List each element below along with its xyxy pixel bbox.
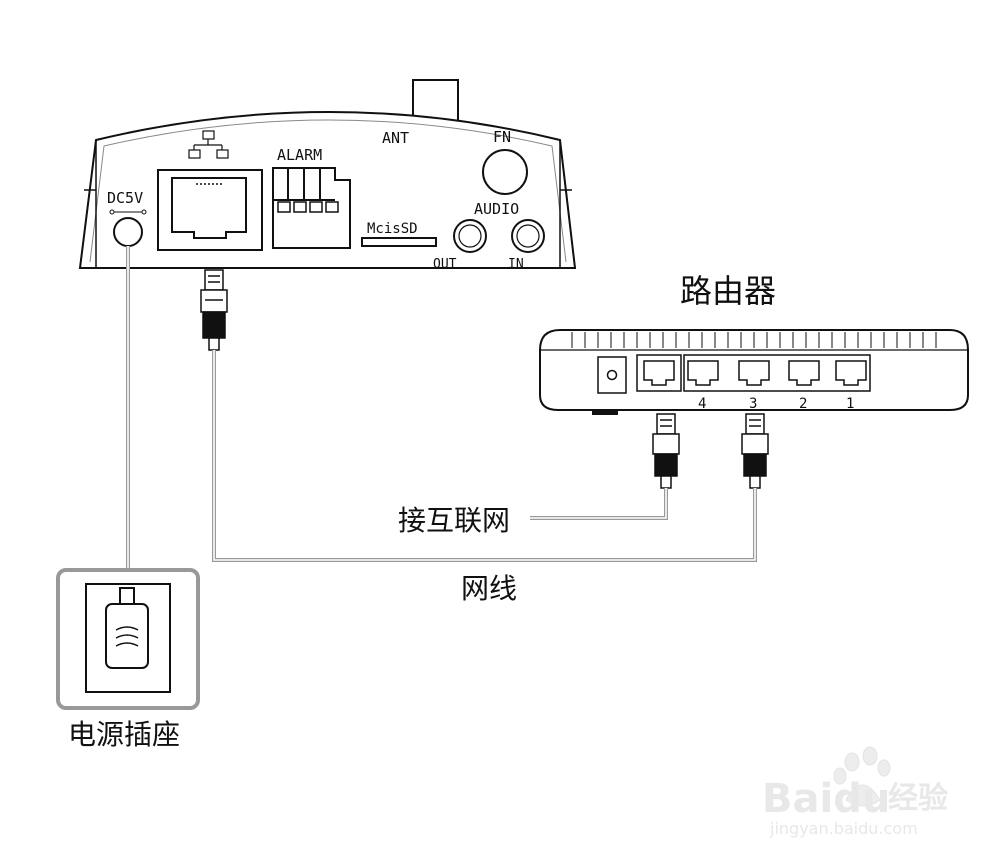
internet-label: 接互联网 — [398, 504, 510, 537]
alarm-terminal-block — [272, 167, 351, 249]
dc-power-jack — [113, 217, 143, 247]
internet-cable-line — [530, 488, 668, 520]
baidu-watermark: Baidu 经验 jingyan.baidu.com — [762, 746, 948, 838]
router-lan-port-1 — [835, 360, 867, 386]
audio-out-jack — [453, 219, 487, 253]
camera-rj45-plug — [200, 269, 228, 351]
router-wan-plug — [652, 413, 680, 489]
router-title: 路由器 — [680, 272, 776, 310]
network-icon — [188, 130, 229, 159]
port-number-4: 4 — [698, 396, 706, 412]
antenna-label: ANT — [382, 129, 409, 147]
audio-out-label: OUT — [433, 257, 457, 272]
power-plug — [105, 587, 149, 669]
audio-in-label: IN — [508, 257, 524, 272]
camera-body: DC5V ALARM ANT FN AUDIO McisSD OUT IN — [78, 79, 577, 272]
power-socket — [56, 568, 200, 710]
sd-card-slot — [361, 237, 437, 247]
watermark-brand-cn: 经验 — [888, 781, 948, 816]
fn-button — [482, 149, 528, 195]
sd-label: McisSD — [367, 221, 418, 237]
alarm-label: ALARM — [277, 146, 322, 164]
power-label: DC5V — [107, 189, 143, 207]
watermark-brand: Baidu — [762, 776, 890, 822]
router: 路由器 4 3 2 1 — [539, 272, 969, 415]
audio-label: AUDIO — [474, 200, 519, 218]
port-number-2: 2 — [799, 396, 807, 412]
power-socket-label: 电源插座 — [68, 718, 180, 751]
watermark-url: jingyan.baidu.com — [769, 819, 918, 838]
port-number-3: 3 — [749, 396, 757, 412]
paw-logo-icon — [833, 746, 891, 807]
port-number-1: 1 — [846, 396, 854, 412]
router-lan-port-4 — [687, 360, 719, 386]
network-cable-label: 网线 — [461, 572, 517, 605]
router-foot — [592, 410, 618, 415]
router-lan-port-2 — [788, 360, 820, 386]
router-lan-plug — [741, 413, 769, 489]
fn-label: FN — [493, 128, 511, 146]
router-lan-port-3 — [738, 360, 770, 386]
audio-in-jack — [511, 219, 545, 253]
